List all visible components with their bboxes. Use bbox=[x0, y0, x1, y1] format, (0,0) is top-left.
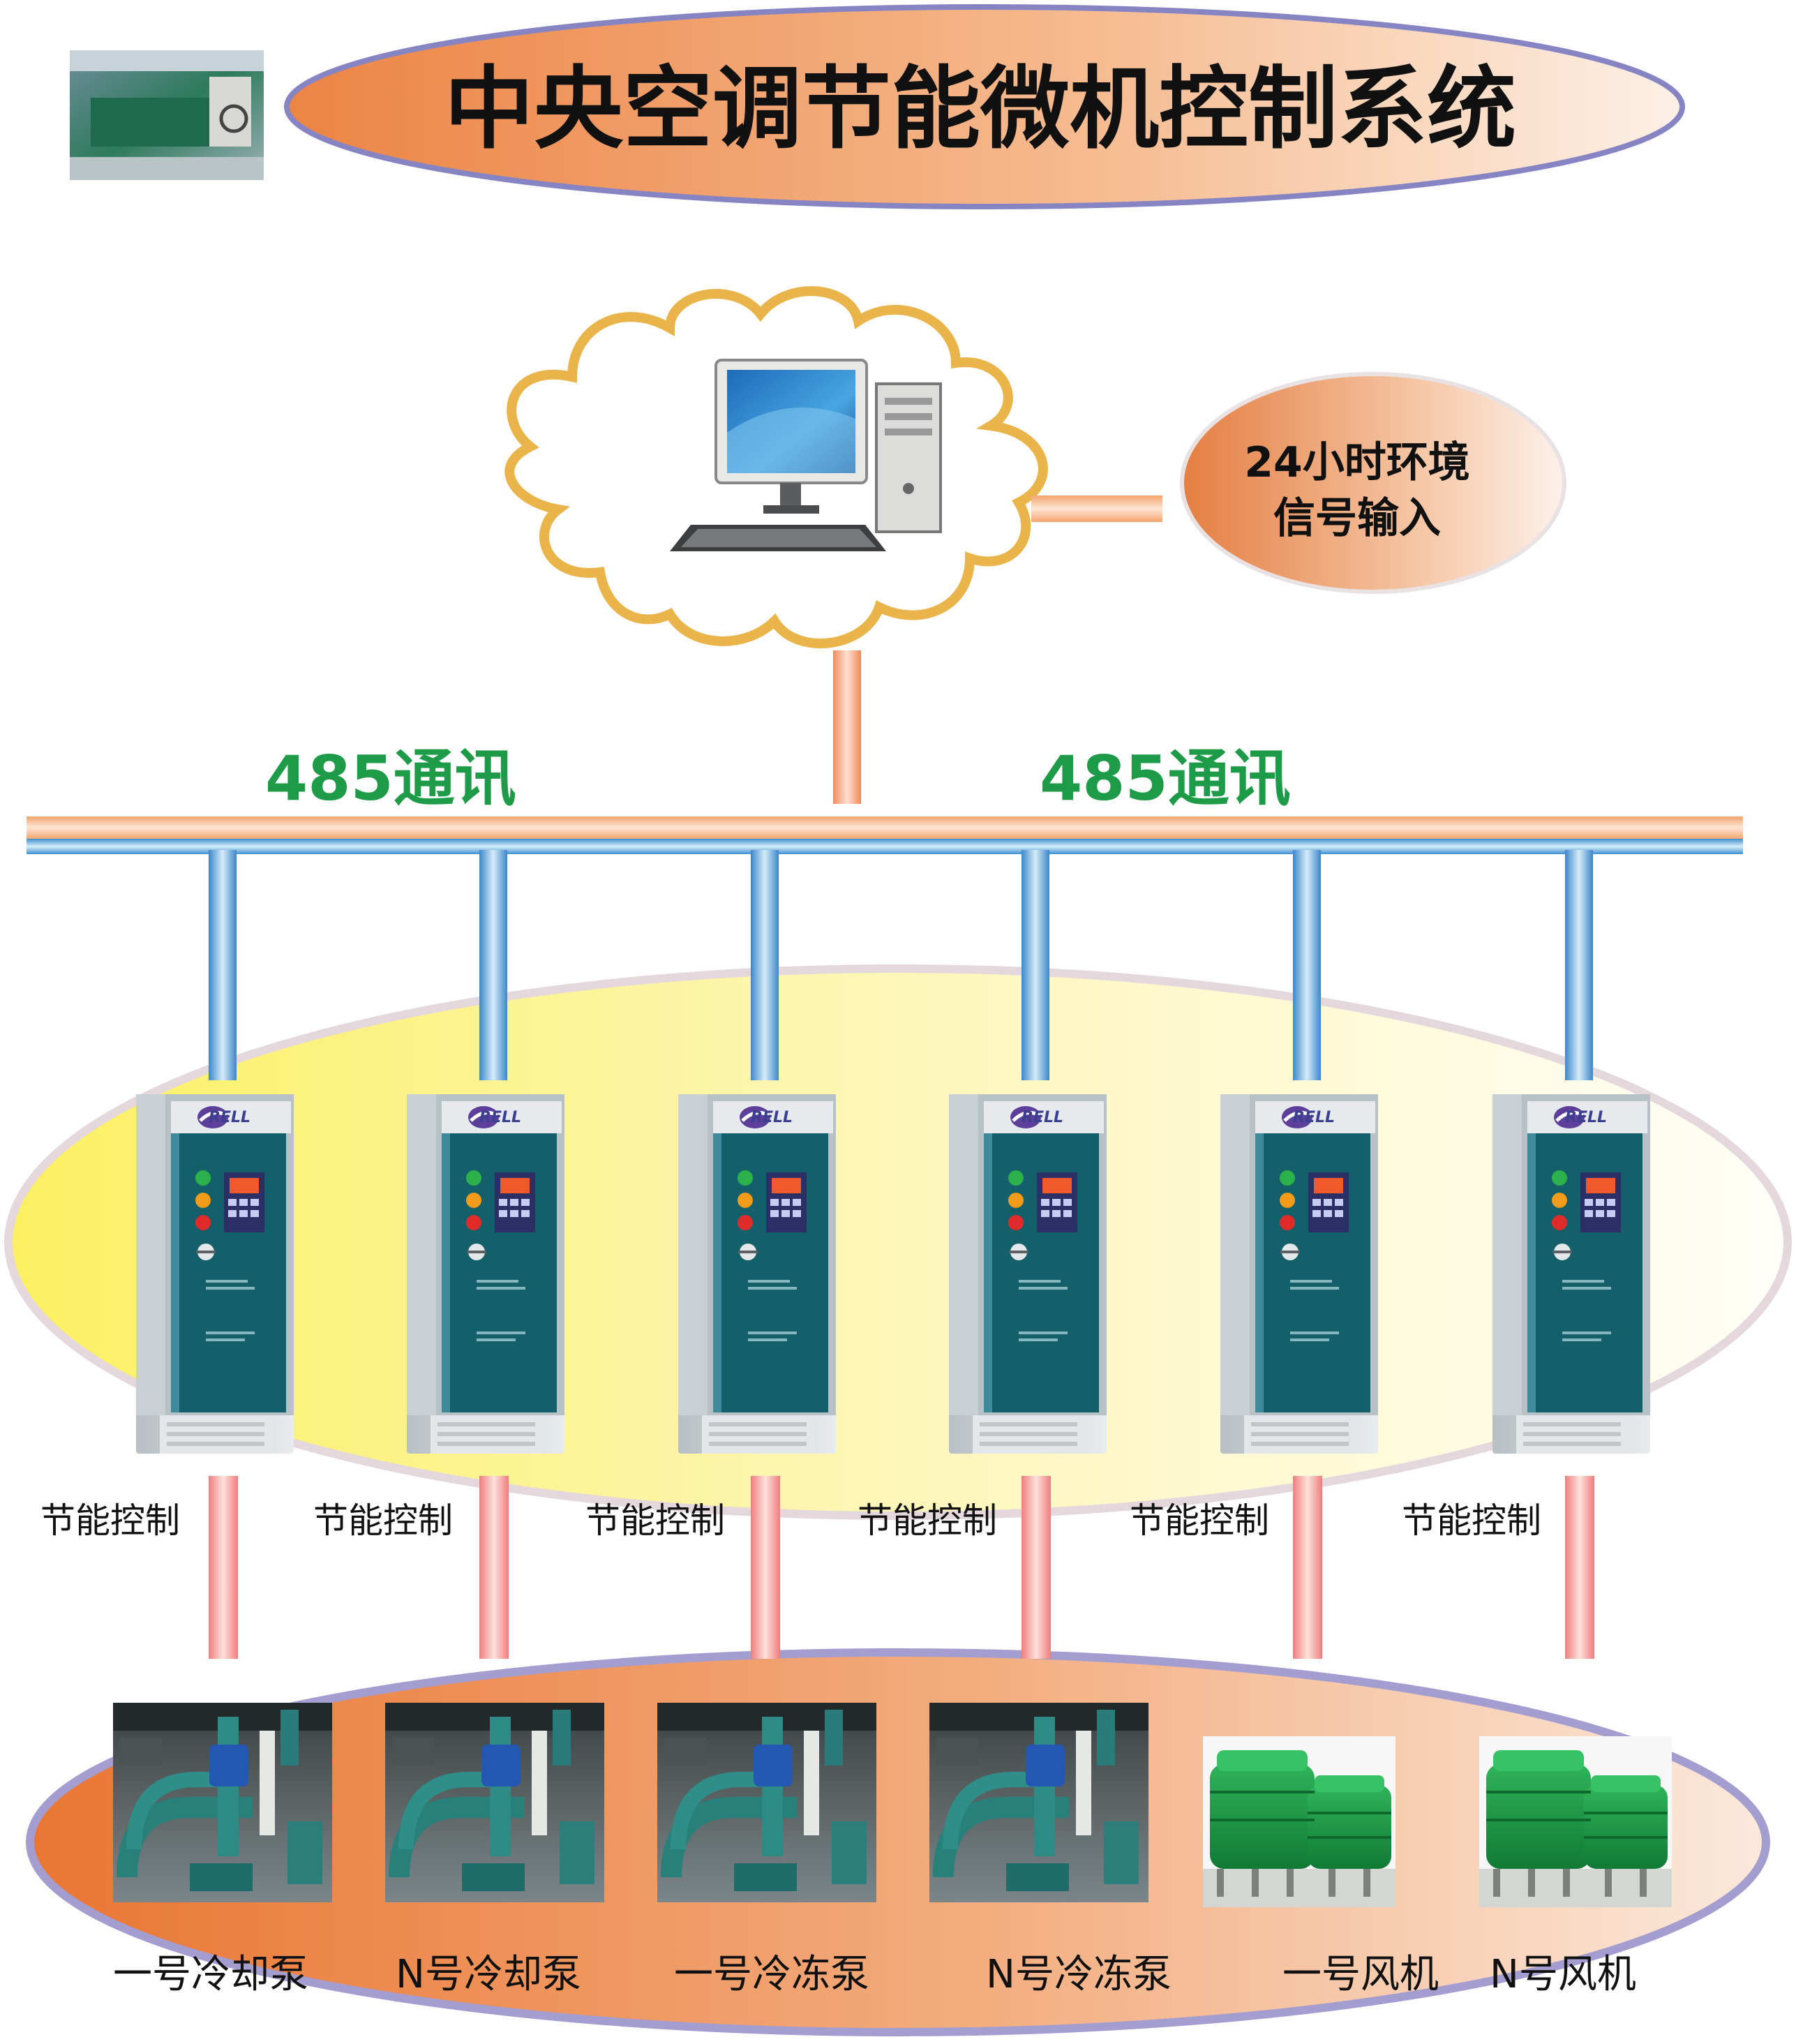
vfd-controller-cabinet bbox=[1220, 1094, 1378, 1454]
control-line bbox=[209, 1476, 238, 1659]
page-title: 中央空调节能微机控制系统 bbox=[444, 57, 1516, 161]
bus-drop-line bbox=[1565, 850, 1593, 1080]
comm-label-right: 485通讯 bbox=[1040, 743, 1291, 814]
bus-drop-line bbox=[479, 850, 507, 1080]
header-machinery-photo bbox=[70, 50, 264, 180]
brand-label: RELL bbox=[751, 1109, 793, 1126]
control-label: 节能控制 bbox=[1402, 1500, 1541, 1541]
env-input-line1: 24小时环境 bbox=[1244, 438, 1470, 487]
cooling-tower-photo-icon bbox=[1202, 1735, 1397, 1909]
env-input-line2: 信号输入 bbox=[1273, 494, 1441, 543]
rs485-bus bbox=[27, 816, 1743, 854]
control-label: 节能控制 bbox=[40, 1500, 180, 1541]
equipment-label: N号冷却泵 bbox=[396, 1952, 581, 1997]
control-label: 节能控制 bbox=[1130, 1500, 1269, 1541]
pump-photo-icon bbox=[657, 1703, 876, 1902]
control-line bbox=[1293, 1476, 1322, 1659]
cooling-tower-photo-icon bbox=[1478, 1735, 1673, 1909]
pump-photo-icon bbox=[929, 1703, 1148, 1902]
control-line bbox=[1565, 1476, 1594, 1659]
title-banner: 中央空调节能微机控制系统 bbox=[284, 4, 1685, 209]
bus-drop-line bbox=[209, 850, 237, 1080]
control-line bbox=[751, 1476, 780, 1659]
control-line bbox=[1022, 1476, 1051, 1659]
brand-label: RELL bbox=[1565, 1109, 1607, 1126]
control-computer-cloud bbox=[504, 286, 1048, 648]
cloud-bus-link bbox=[833, 650, 861, 804]
comm-label-left: 485通讯 bbox=[265, 743, 516, 814]
equipment-label: N号冷冻泵 bbox=[986, 1952, 1172, 1997]
computer-icon bbox=[670, 359, 942, 551]
env-link-line bbox=[1031, 495, 1162, 522]
env-input-badge: 24小时环境 信号输入 bbox=[1180, 372, 1566, 594]
equipment-label: 一号冷冻泵 bbox=[674, 1952, 869, 1997]
equipment-label: 一号冷却泵 bbox=[113, 1952, 308, 1997]
vfd-controller-cabinet bbox=[407, 1094, 564, 1454]
brand-label: RELL bbox=[479, 1109, 521, 1126]
pump-photo-icon bbox=[385, 1703, 604, 1902]
control-label: 节能控制 bbox=[313, 1500, 453, 1541]
vfd-controller-cabinet bbox=[678, 1094, 836, 1454]
vfd-controller-cabinet bbox=[136, 1094, 294, 1454]
brand-label: RELL bbox=[1022, 1109, 1063, 1126]
vfd-controller-cabinet bbox=[1492, 1094, 1650, 1454]
control-line bbox=[479, 1476, 509, 1659]
bus-drop-line bbox=[1293, 850, 1321, 1080]
control-label: 节能控制 bbox=[585, 1500, 725, 1541]
brand-label: RELL bbox=[209, 1109, 250, 1126]
bus-drop-line bbox=[751, 850, 779, 1080]
brand-label: RELL bbox=[1293, 1109, 1335, 1126]
equipment-label: N号风机 bbox=[1490, 1952, 1636, 1997]
vfd-controller-cabinet bbox=[949, 1094, 1107, 1454]
bus-drop-line bbox=[1022, 850, 1049, 1080]
pump-photo-icon bbox=[113, 1703, 332, 1902]
equipment-label: 一号风机 bbox=[1282, 1952, 1439, 1997]
control-label: 节能控制 bbox=[858, 1500, 997, 1541]
